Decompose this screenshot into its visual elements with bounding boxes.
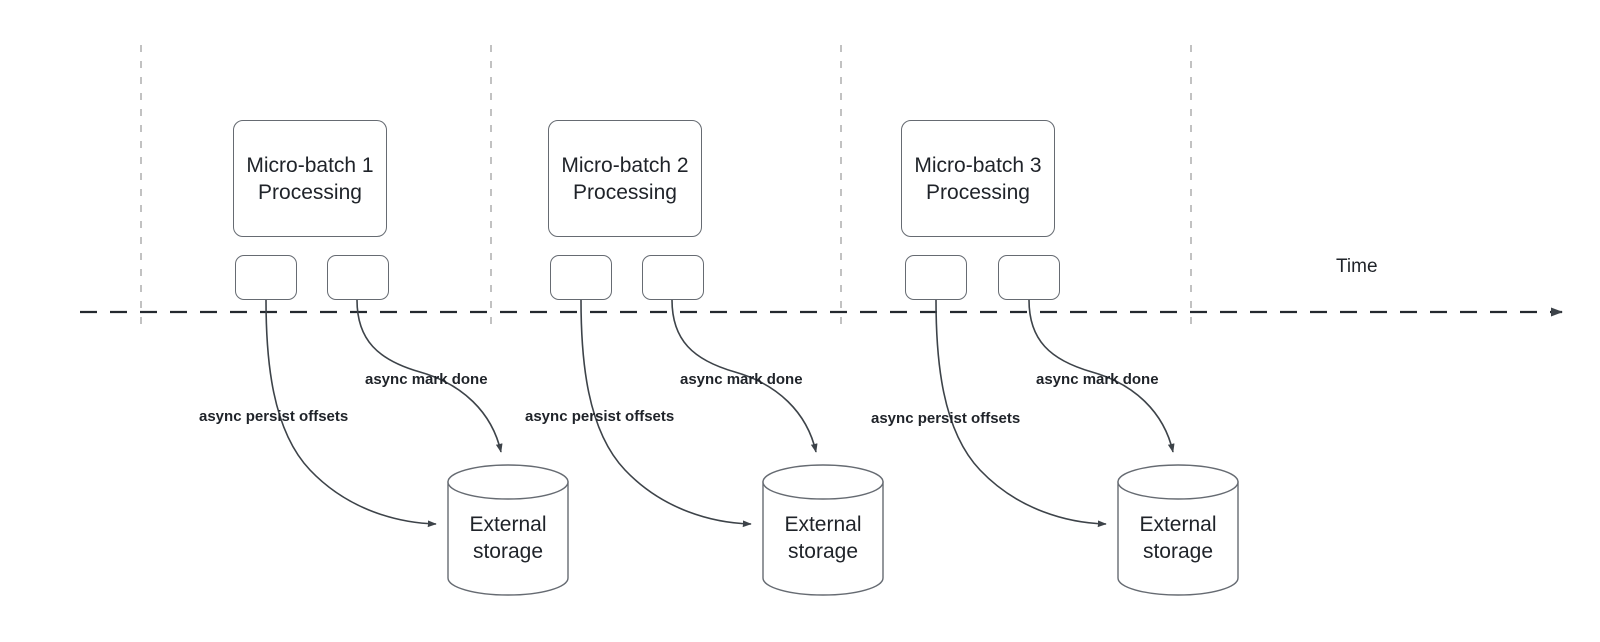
- external-storage-3[interactable]: External storage: [1118, 465, 1238, 589]
- async-mark-done-arrow-2: [671, 299, 818, 453]
- micro-batch-task-a-1[interactable]: [235, 255, 297, 300]
- async-mark-done-arrow-3: [1028, 299, 1175, 453]
- async-mark-done-label-2: async mark done: [680, 371, 803, 388]
- async-persist-offsets-arrow-3: [935, 299, 1107, 528]
- external-storage-1[interactable]: External storage: [448, 465, 568, 589]
- micro-batch-task-b-2[interactable]: [642, 255, 704, 300]
- micro-batch-task-b-3[interactable]: [998, 255, 1060, 300]
- external-storage-label-1: External storage: [469, 513, 547, 563]
- micro-batch-task-b-1[interactable]: [327, 255, 389, 300]
- external-storage-cylinder-3[interactable]: [1117, 464, 1239, 596]
- async-persist-offsets-arrow-2: [580, 299, 752, 528]
- async-mark-done-label-3: async mark done: [1036, 371, 1159, 388]
- micro-batch-task-a-2[interactable]: [550, 255, 612, 300]
- external-storage-label-3: External storage: [1139, 513, 1217, 563]
- micro-batch-processing-box-2[interactable]: Micro-batch 2 Processing: [548, 120, 702, 237]
- external-storage-2[interactable]: External storage: [763, 465, 883, 589]
- external-storage-cylinder-2[interactable]: [762, 464, 884, 596]
- micro-batch-task-a-3[interactable]: [905, 255, 967, 300]
- async-persist-offsets-label-3: async persist offsets: [871, 410, 1021, 427]
- external-storage-cylinder-1[interactable]: [447, 464, 569, 596]
- micro-batch-processing-box-1[interactable]: Micro-batch 1 Processing: [233, 120, 387, 237]
- connectors-group-1: [265, 299, 503, 528]
- connectors-group-3: [935, 299, 1175, 528]
- async-persist-offsets-label-1: async persist offsets: [199, 408, 349, 425]
- time-axis-label: Time: [1336, 256, 1378, 277]
- async-persist-offsets-arrow-1: [265, 299, 437, 528]
- external-storage-label-2: External storage: [784, 513, 862, 563]
- async-mark-done-arrow-1: [356, 299, 503, 453]
- async-mark-done-label-1: async mark done: [365, 371, 488, 388]
- micro-batch-processing-box-3[interactable]: Micro-batch 3 Processing: [901, 120, 1055, 237]
- connectors-group-2: [580, 299, 818, 528]
- async-persist-offsets-label-2: async persist offsets: [525, 408, 675, 425]
